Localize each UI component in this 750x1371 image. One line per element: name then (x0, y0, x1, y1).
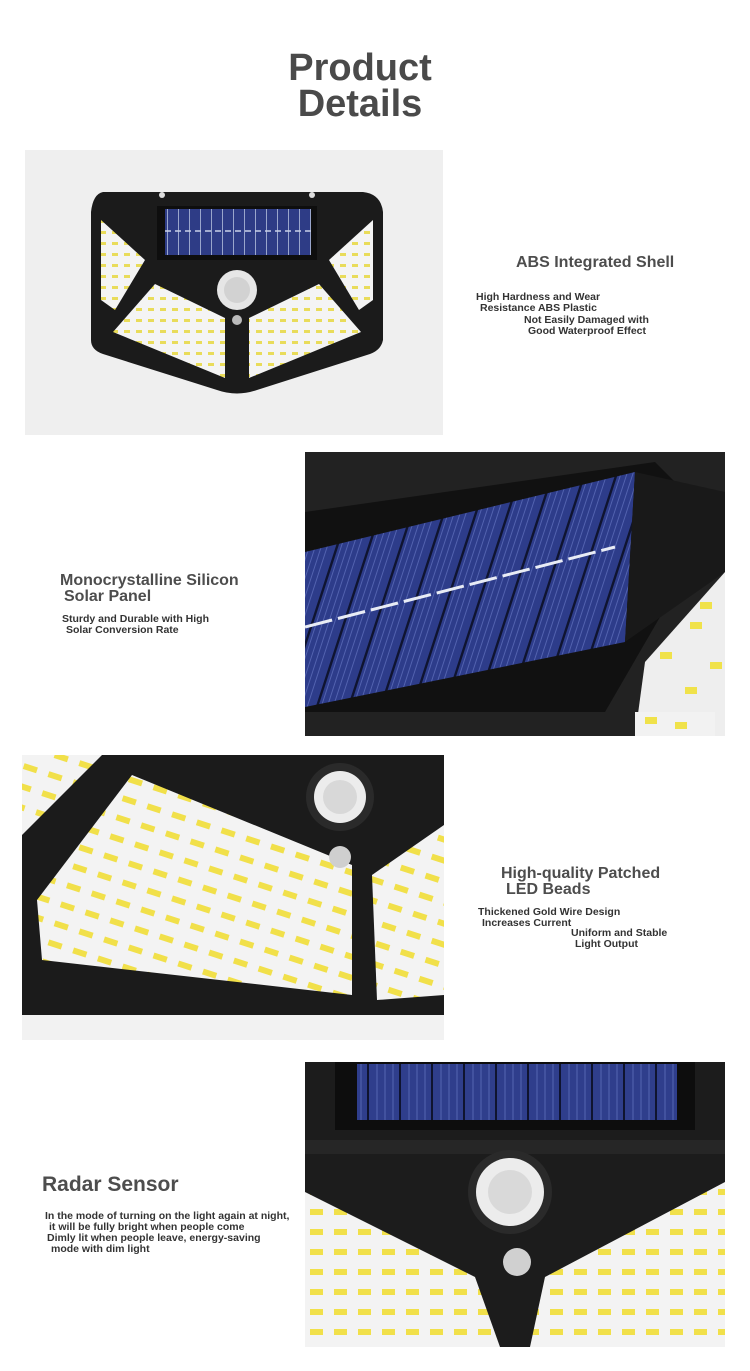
shell-desc-line-2: Resistance ABS Plastic (480, 302, 597, 314)
radar-desc-line-1: In the mode of turning on the light agai… (45, 1210, 290, 1222)
led-heading-line-2: LED Beads (506, 881, 591, 898)
page-title-line-1: Product (288, 47, 432, 89)
solar-desc-line-1: Sturdy and Durable with High (62, 613, 210, 625)
radar-sensor-image (305, 1062, 725, 1347)
solar-heading-line-1: Monocrystalline Silicon (60, 572, 239, 589)
radar-desc-line-4: mode with dim light (51, 1243, 150, 1255)
solar-desc-line-2: Solar Conversion Rate (66, 624, 179, 636)
led-desc-line-4: Light Output (575, 938, 638, 950)
page-title-line-2: Details (297, 83, 423, 125)
led-desc-line-1: Thickened Gold Wire Design (478, 906, 621, 918)
shell-heading: ABS Integrated Shell (516, 254, 675, 271)
solar-panel-image (305, 452, 725, 736)
shell-desc-line-1: High Hardness and Wear (476, 291, 601, 303)
led-beads-image (22, 755, 444, 1040)
radar-desc-line-2: it will be fully bright when people come (49, 1221, 245, 1233)
radar-heading: Radar Sensor (42, 1173, 179, 1196)
led-heading-line-1: High-quality Patched (501, 865, 661, 882)
led-desc-line-2: Increases Current (482, 917, 572, 929)
shell-desc-line-4: Good Waterproof Effect (528, 325, 647, 337)
led-desc-line-3: Uniform and Stable (571, 927, 668, 939)
solar-heading-line-2: Solar Panel (64, 588, 152, 605)
product-image-full (25, 150, 443, 435)
shell-desc-line-3: Not Easily Damaged with (524, 314, 649, 326)
radar-desc-line-3: Dimly lit when people leave, energy-savi… (47, 1232, 261, 1244)
